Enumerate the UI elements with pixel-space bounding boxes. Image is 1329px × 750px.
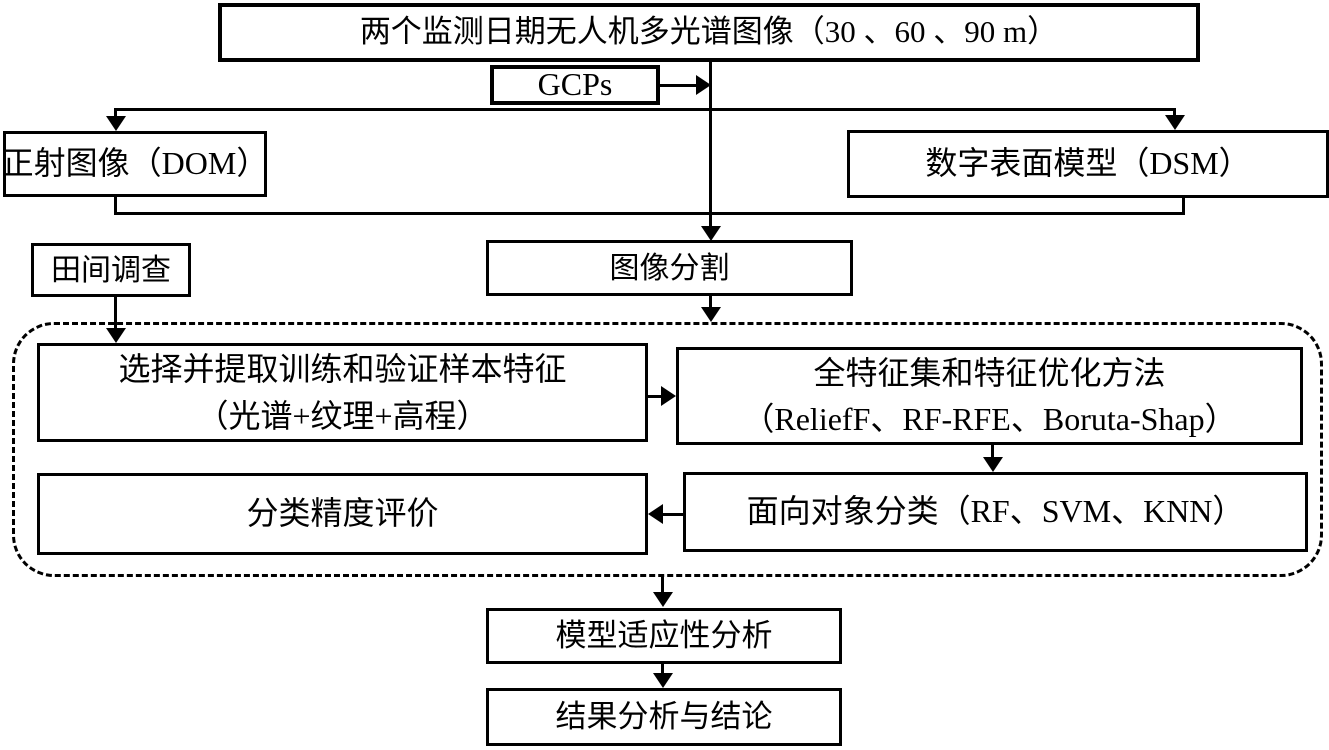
node-model-adaptability: 模型适应性分析 (486, 608, 842, 664)
node-sample-feature-selection-line2: （光谱+纹理+高程） (196, 397, 489, 434)
node-gcps: GCPs (490, 65, 660, 105)
node-gcps-label: GCPs (537, 66, 613, 103)
arrowhead-left-accuracy-icon (648, 504, 663, 524)
node-feature-optimization: 全特征集和特征优化方法 （ReliefF、RF-RFE、Boruta-Shap） (676, 347, 1303, 445)
node-dsm: 数字表面模型（DSM） (847, 130, 1329, 198)
connector-dsm-out (1182, 198, 1185, 215)
node-dom-label: 正射图像（DOM） (1, 145, 269, 182)
connector-dom-out (114, 197, 117, 215)
connector-merge-dom-dsm (114, 212, 1185, 215)
connector-sample-to-features (648, 395, 663, 398)
connector-segmentation-out (709, 296, 712, 307)
node-image-segmentation: 图像分割 (486, 240, 853, 296)
connector-top-to-segmentation (709, 62, 712, 228)
arrowhead-right-gcps-icon (696, 75, 711, 95)
node-image-segmentation-label: 图像分割 (609, 251, 730, 285)
arrowhead-down-dsm-icon (1165, 115, 1185, 130)
arrowhead-down-results-icon (653, 673, 673, 688)
connector-drop-dom (114, 111, 117, 117)
node-field-survey-label: 田间调查 (51, 253, 171, 287)
arrowhead-down-model-icon (653, 592, 673, 607)
arrowhead-down-classification-icon (983, 457, 1003, 472)
connector-gcps-to-mainline (660, 84, 696, 87)
node-feature-optimization-line1: 全特征集和特征优化方法 (813, 354, 1166, 391)
dashed-processing-container (12, 322, 1323, 577)
node-sample-feature-selection: 选择并提取训练和验证样本特征 （光谱+纹理+高程） (37, 343, 648, 442)
node-dsm-label: 数字表面模型（DSM） (925, 145, 1251, 182)
node-object-classification-label: 面向对象分类（RF、SVM、KNN） (746, 493, 1245, 530)
node-accuracy-evaluation: 分类精度评价 (37, 473, 648, 555)
node-sample-feature-selection-line1: 选择并提取训练和验证样本特征 (118, 351, 567, 388)
node-dom: 正射图像（DOM） (1, 131, 269, 197)
connector-split-dom-dsm (114, 108, 1176, 111)
arrowhead-down-dom-icon (106, 116, 126, 131)
node-uav-multispectral-images: 两个监测日期无人机多光谱图像（30 、60 、90 m） (218, 3, 1200, 62)
node-field-survey: 田间调查 (31, 243, 191, 297)
connector-dashed-to-model (661, 577, 664, 592)
node-object-classification: 面向对象分类（RF、SVM、KNN） (683, 472, 1308, 552)
node-results-conclusion-label: 结果分析与结论 (555, 698, 773, 734)
node-accuracy-evaluation-label: 分类精度评价 (246, 495, 439, 532)
connector-features-to-classification (991, 445, 994, 458)
connector-model-to-results (661, 664, 664, 673)
connector-classification-to-accuracy (663, 513, 683, 516)
connector-drop-dsm (1173, 111, 1176, 117)
arrowhead-down-fieldsurvey-icon (106, 328, 126, 343)
arrowhead-down-segmentation-icon (701, 226, 721, 241)
node-model-adaptability-label: 模型适应性分析 (555, 617, 773, 653)
node-uav-multispectral-images-label: 两个监测日期无人机多光谱图像（30 、60 、90 m） (359, 14, 1059, 50)
node-feature-optimization-line2: （ReliefF、RF-RFE、Boruta-Shap） (742, 401, 1237, 437)
arrowhead-right-features-icon (661, 386, 676, 406)
connector-fieldsurvey-out (114, 297, 117, 328)
node-results-conclusion: 结果分析与结论 (486, 688, 842, 746)
arrowhead-down-into-dashed-icon (701, 307, 721, 322)
